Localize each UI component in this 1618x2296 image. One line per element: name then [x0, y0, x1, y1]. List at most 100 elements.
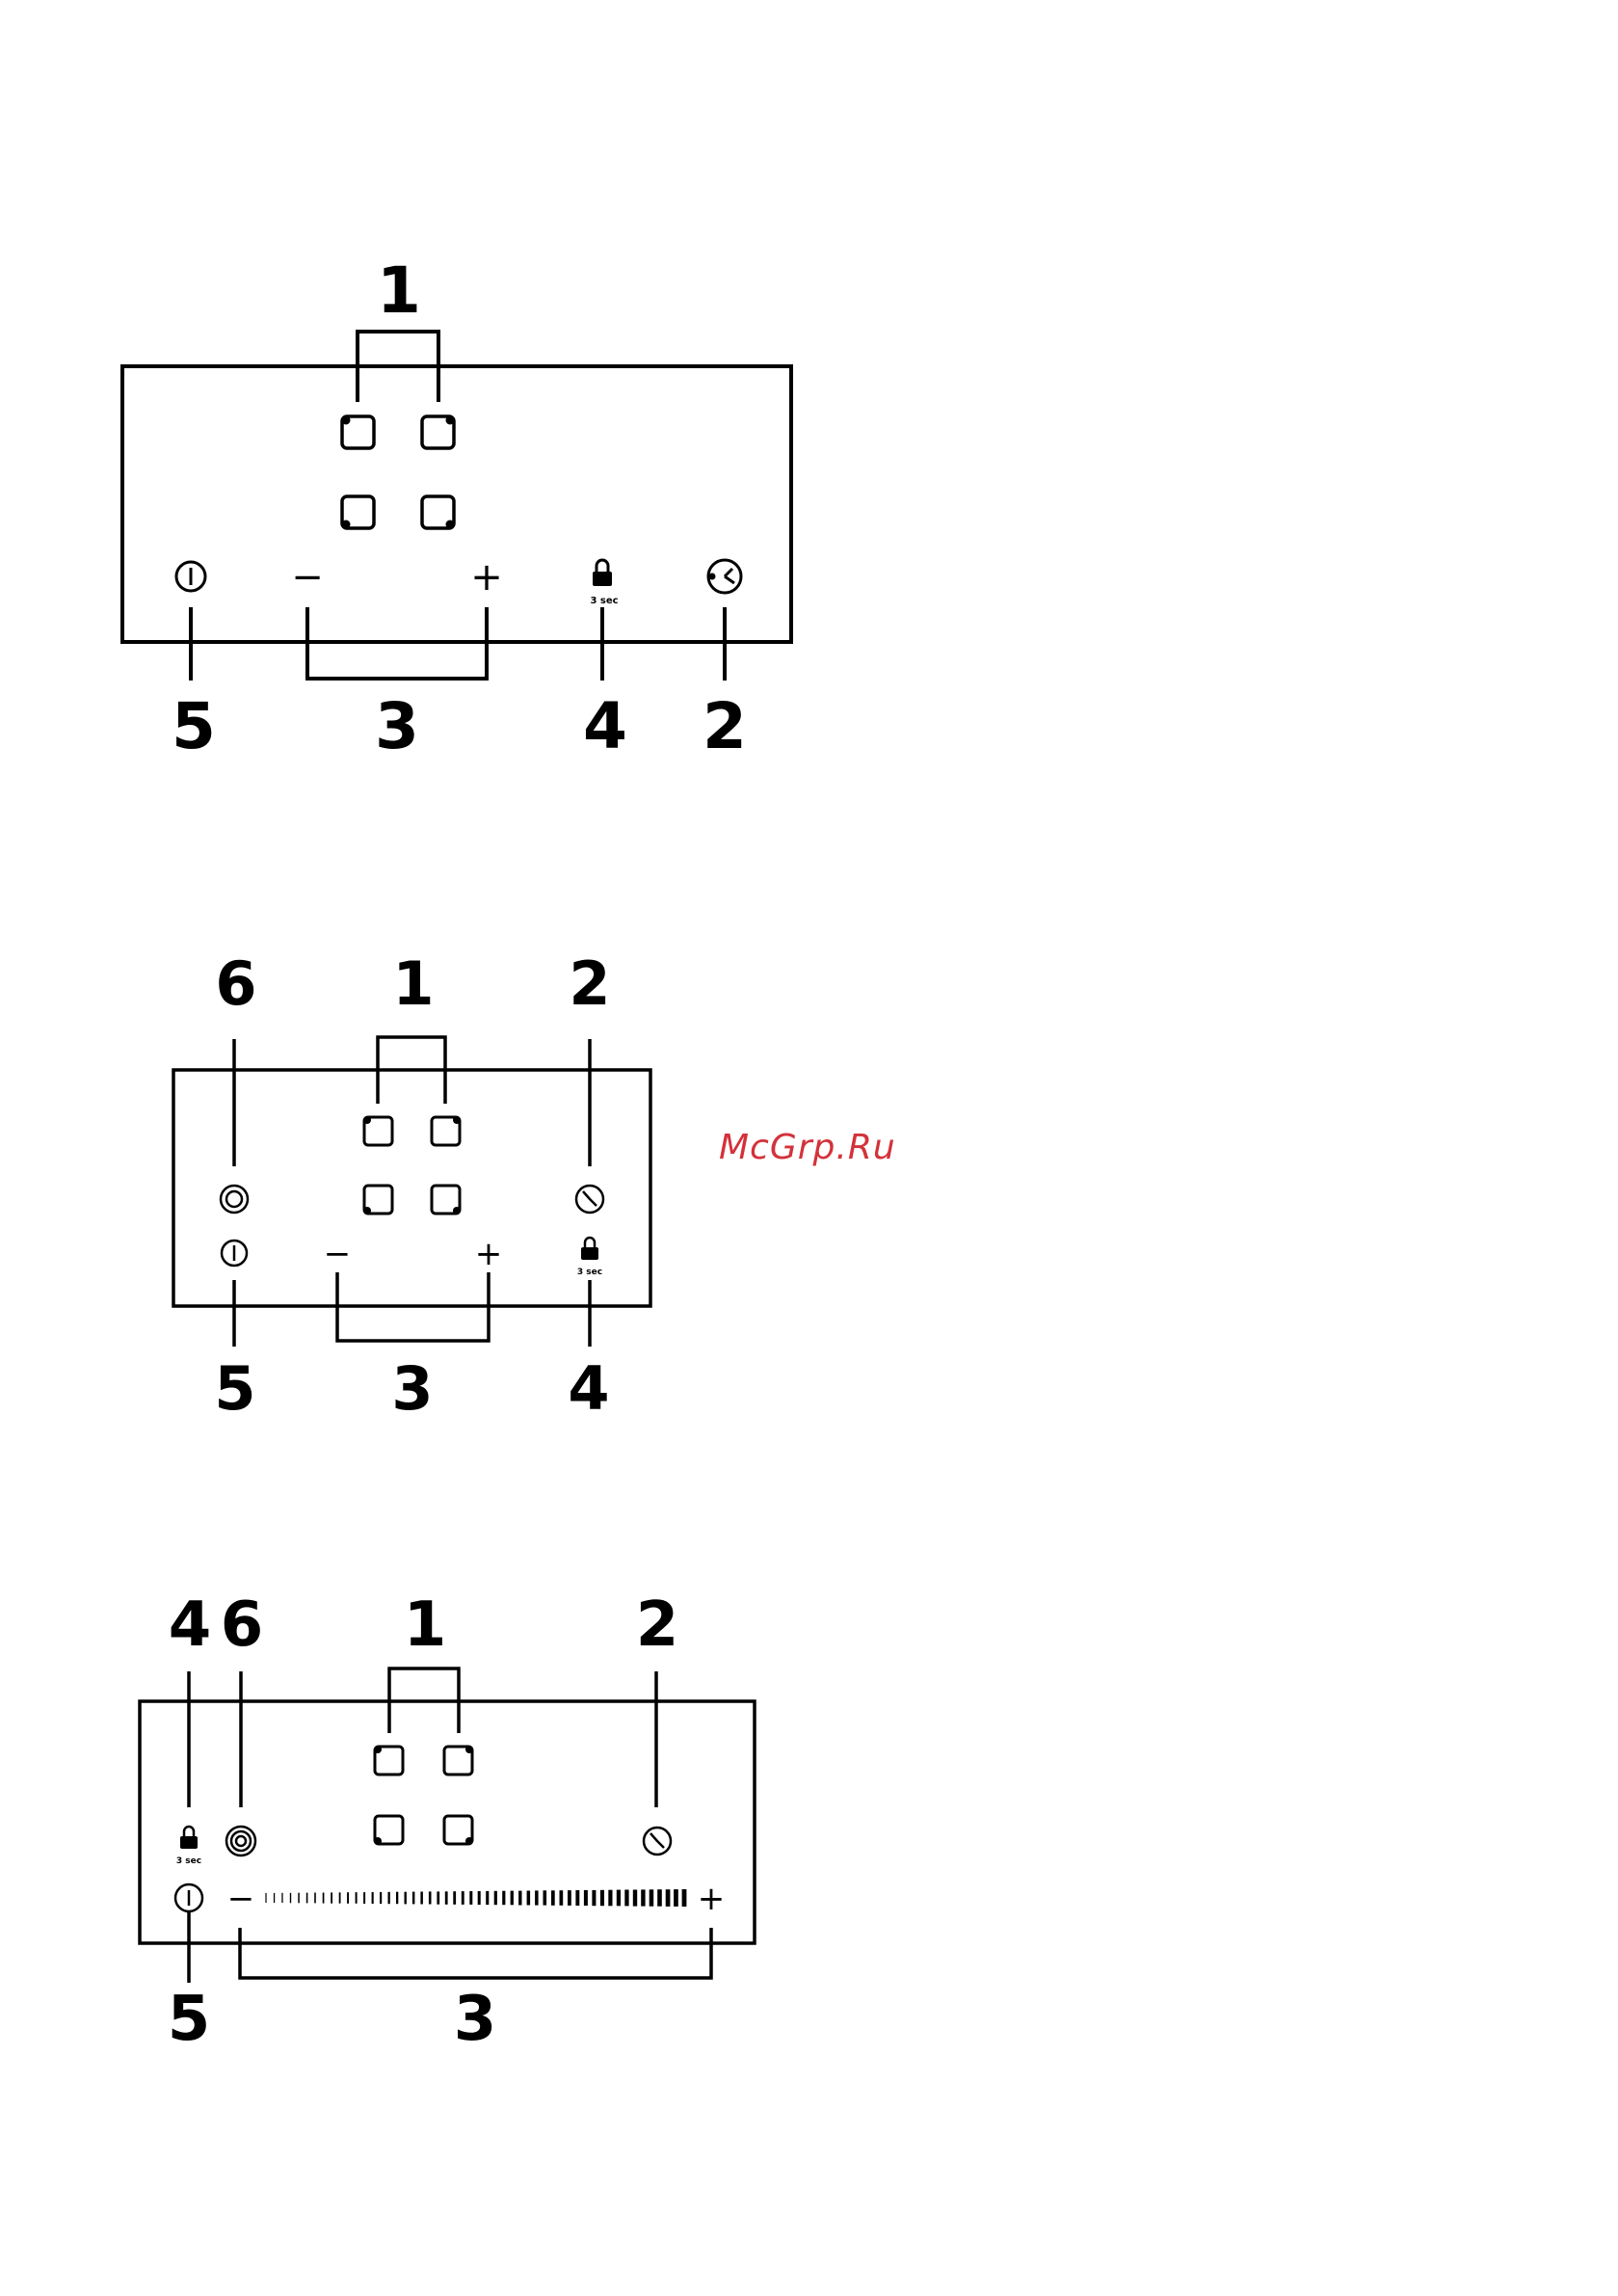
- slider-tick: [624, 1890, 628, 1907]
- slider-tick: [314, 1893, 316, 1904]
- lock-icon[interactable]: [581, 1238, 598, 1260]
- slider-tick: [281, 1893, 282, 1903]
- plus-button[interactable]: +: [698, 1880, 726, 1918]
- minus-button[interactable]: −: [227, 1880, 255, 1918]
- timer-icon[interactable]: [644, 1828, 671, 1855]
- zone-button-icon[interactable]: [444, 1816, 473, 1845]
- slider-tick: [290, 1893, 291, 1904]
- timer-icon[interactable]: [708, 560, 741, 593]
- callout-4: 4: [169, 1589, 212, 1661]
- slider-tick: [363, 1892, 365, 1904]
- triple-zone-icon[interactable]: [226, 1827, 255, 1855]
- slider-tick: [633, 1890, 637, 1907]
- dual-zone-icon[interactable]: [221, 1186, 248, 1213]
- zone-button-icon[interactable]: [422, 416, 455, 449]
- slider-tick: [462, 1891, 464, 1905]
- slider-tick: [511, 1891, 514, 1906]
- zone-button-icon[interactable]: [422, 496, 455, 529]
- callout-2: 2: [703, 689, 747, 763]
- zone-button-icon[interactable]: [432, 1116, 461, 1145]
- watermark-text: McGrp.Ru: [719, 1128, 896, 1167]
- callout-3: 3: [454, 1984, 497, 2055]
- panel-outline: [122, 366, 791, 642]
- slider-tick: [437, 1891, 439, 1904]
- callout-6: 6: [215, 948, 256, 1019]
- slider-tick: [429, 1891, 432, 1904]
- slider-tick: [666, 1889, 671, 1907]
- timer-icon[interactable]: [576, 1186, 603, 1213]
- slider-tick: [388, 1892, 390, 1904]
- zone-button-icon[interactable]: [342, 496, 375, 529]
- slider-tick: [560, 1890, 564, 1906]
- slider-tick: [396, 1892, 398, 1905]
- slider-tick: [657, 1889, 662, 1907]
- lock-icon[interactable]: [593, 560, 612, 586]
- zone-button-icon[interactable]: [363, 1186, 392, 1215]
- slider-tick: [682, 1889, 687, 1907]
- callout-1: 1: [404, 1589, 447, 1661]
- lock-caption: 3 sec: [176, 1856, 201, 1866]
- control-panel-diagram-2: − + 3 sec 6 1 2 5 3 4: [0, 925, 867, 1446]
- slider-tick: [674, 1889, 678, 1907]
- slider-tick: [420, 1892, 423, 1905]
- slider-tick: [306, 1893, 308, 1904]
- callout-5: 5: [172, 689, 216, 763]
- callout-2: 2: [636, 1589, 679, 1661]
- callout-6: 6: [221, 1589, 264, 1661]
- zone-button-icon[interactable]: [342, 416, 375, 449]
- slider-tick: [568, 1890, 571, 1906]
- plus-button[interactable]: +: [470, 555, 503, 600]
- callout-3: 3: [391, 1353, 433, 1424]
- control-panel-diagram-1: − + 3 sec 1 5 3 4 2: [0, 0, 867, 790]
- slider-tick: [494, 1891, 497, 1905]
- slider-tick: [502, 1891, 505, 1906]
- zone-button-icon[interactable]: [363, 1116, 392, 1145]
- slider-tick: [453, 1891, 456, 1905]
- callout-2: 2: [569, 948, 610, 1019]
- slider-tick: [584, 1890, 588, 1906]
- slider-tick: [405, 1892, 407, 1905]
- slider-tick: [478, 1891, 481, 1905]
- slider-tick: [650, 1889, 654, 1906]
- minus-button[interactable]: −: [291, 555, 324, 600]
- zone-button-icon[interactable]: [374, 1746, 403, 1775]
- slider-tick: [575, 1890, 579, 1906]
- plus-button[interactable]: +: [475, 1235, 503, 1273]
- slider-tick: [298, 1893, 300, 1904]
- slider-tick: [274, 1893, 275, 1903]
- slider-tick: [356, 1892, 358, 1904]
- lock-icon[interactable]: [180, 1827, 198, 1849]
- slider-tick: [608, 1890, 612, 1907]
- lock-caption: 3 sec: [590, 596, 618, 606]
- callout-4: 4: [583, 689, 627, 763]
- callout-5: 5: [168, 1984, 211, 2055]
- zone-button-icon[interactable]: [444, 1746, 473, 1775]
- power-icon[interactable]: [222, 1241, 247, 1266]
- zone-button-icon[interactable]: [374, 1816, 403, 1845]
- slider-tick: [617, 1890, 621, 1907]
- power-icon[interactable]: [176, 562, 205, 591]
- slider-tick: [600, 1890, 604, 1906]
- slider-scale[interactable]: [265, 1889, 686, 1907]
- callout-3: 3: [375, 689, 419, 763]
- slider-tick: [527, 1891, 531, 1906]
- slider-tick: [412, 1892, 415, 1905]
- slider-tick: [518, 1891, 521, 1906]
- callout-4: 4: [568, 1353, 609, 1424]
- slider-tick: [323, 1893, 325, 1904]
- slider-tick: [535, 1890, 539, 1905]
- power-icon[interactable]: [175, 1884, 202, 1911]
- slider-tick: [469, 1891, 472, 1905]
- callout-3-bracket: [240, 1928, 711, 1978]
- slider-tick: [486, 1891, 489, 1905]
- zone-button-icon[interactable]: [432, 1186, 461, 1215]
- slider-tick: [347, 1892, 349, 1904]
- callout-1: 1: [377, 254, 421, 328]
- slider-tick: [544, 1890, 547, 1905]
- slider-tick: [339, 1892, 341, 1903]
- callout-5: 5: [214, 1353, 255, 1424]
- slider-tick: [331, 1892, 332, 1903]
- slider-tick: [380, 1892, 382, 1904]
- slider-tick: [592, 1890, 596, 1906]
- minus-button[interactable]: −: [324, 1235, 352, 1273]
